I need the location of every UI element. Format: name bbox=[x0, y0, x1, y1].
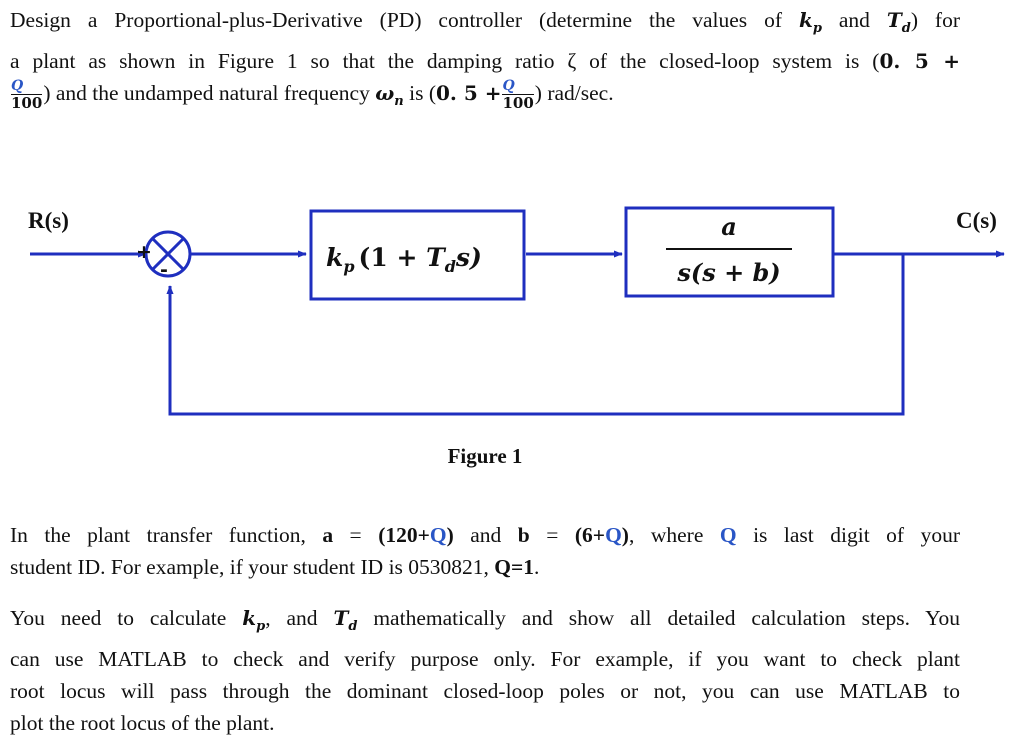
sum-minus-sign: - bbox=[160, 259, 168, 281]
matlab-line-1: You need to calculate kp, and Td mathema… bbox=[10, 606, 960, 634]
output-label: C(s) bbox=[956, 208, 997, 233]
input-label: R(s) bbox=[28, 208, 69, 233]
plant-block bbox=[624, 206, 835, 298]
feedback-path bbox=[166, 254, 905, 416]
kp-symbol: kp bbox=[798, 8, 822, 36]
param-a: a bbox=[322, 523, 334, 547]
example-q-value: Q=1 bbox=[494, 555, 535, 579]
plant-note-line-1: In the plant transfer function, a = (120… bbox=[10, 523, 960, 547]
controller-block bbox=[309, 209, 526, 301]
zeta-value: 0. 5 + bbox=[879, 49, 960, 73]
omega-n-symbol: ωn bbox=[375, 81, 404, 109]
problem-statement: Design a Proportional-plus-Derivative (P… bbox=[10, 4, 960, 118]
summing-junction: + - bbox=[136, 230, 192, 281]
figure-caption: Figure 1 bbox=[448, 444, 523, 468]
block-diagram: R(s) C(s) + - kp(1 + Tds) a s(s + b) Fig… bbox=[28, 206, 1005, 468]
problem-line-1: Design a Proportional-plus-Derivative (P… bbox=[10, 8, 961, 36]
plant-note-line-2: student ID. For example, if your student… bbox=[10, 555, 540, 579]
omega-value: 0. 5 + bbox=[435, 81, 502, 105]
matlab-line-4: plot the root locus of the plant. bbox=[10, 711, 275, 735]
plant-numerator: a bbox=[721, 212, 737, 241]
kp-symbol-2: kp bbox=[242, 606, 266, 634]
td-symbol: Td bbox=[886, 8, 911, 36]
matlab-line-2: can use MATLAB to check and verify purpo… bbox=[10, 647, 960, 671]
matlab-instructions: You need to calculate kp, and Td mathema… bbox=[10, 602, 960, 739]
q-variable: Q bbox=[429, 523, 447, 547]
td-symbol-2: Td bbox=[333, 606, 358, 634]
controller-transfer-function: kp(1 + Tds) bbox=[326, 243, 482, 276]
plant-denominator: s(s + b) bbox=[676, 258, 780, 287]
matlab-line-3: root locus will pass through the dominan… bbox=[10, 679, 960, 703]
plant-parameter-note: In the plant transfer function, a = (120… bbox=[10, 519, 960, 583]
sum-plus-sign: + bbox=[136, 241, 152, 263]
problem-line-2: a plant as shown in Figure 1 so that the… bbox=[10, 49, 960, 73]
param-b: b bbox=[517, 523, 530, 547]
